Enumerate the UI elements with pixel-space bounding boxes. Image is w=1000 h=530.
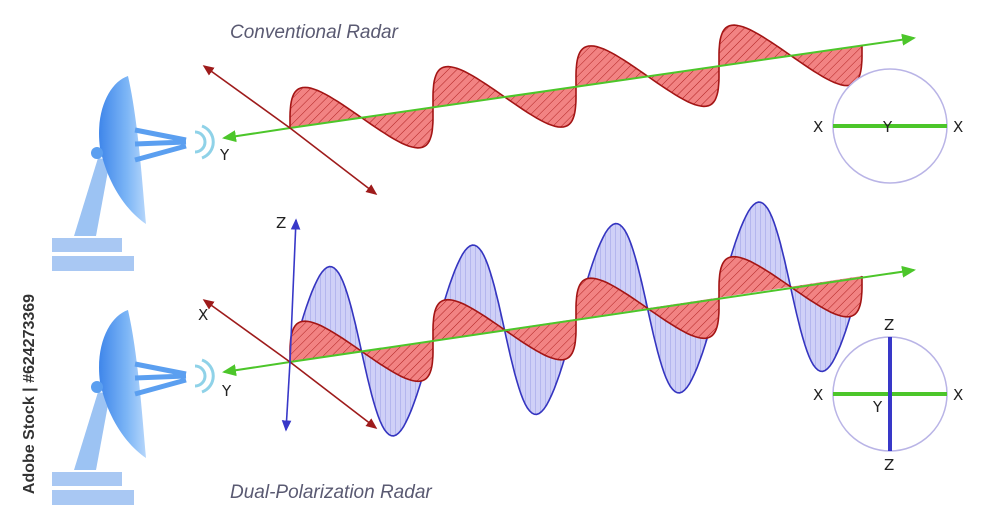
top-y-axis-label: Y [219,146,230,164]
top-polarization-circle: X X Y [813,68,963,184]
bottom-circle-bottom-z: Z [884,456,894,474]
top-radar-base-upper [52,238,122,252]
top-radar-dish-icon [52,76,215,271]
top-radar-dish [99,76,146,224]
bottom-circle-left-x: X [813,386,823,404]
bottom-radar-feed-arms [134,361,187,397]
bottom-radar-dish-icon [52,310,215,505]
bottom-radar-dish [99,310,146,458]
dual-polarization-radar-title: Dual-Polarization Radar [230,482,432,503]
bottom-z-axis-label: Z [276,214,286,232]
bottom-circle-top-z: Z [884,316,894,334]
bottom-y-axis-arrow [222,361,291,377]
top-radar-base-lower [52,256,134,271]
bottom-x-axis-back [202,299,291,363]
bottom-radar-base-lower [52,490,134,505]
top-radar-feed-arms [134,127,187,163]
bottom-y-axis-label: Y [221,382,232,400]
top-propagation-axis [289,33,916,129]
bottom-radar-mast [74,392,110,470]
top-circle-left-x: X [813,118,823,136]
bottom-x-axis-label: X [198,306,208,324]
top-x-axis-back [202,65,291,129]
bottom-circle-center-y: Y [872,398,883,416]
bottom-propagation-axis [289,265,916,363]
top-signal-wave-icon [194,130,207,154]
top-x-axis-front [289,127,378,195]
bottom-signal-wave-icon [194,364,207,388]
conventional-radar-title: Conventional Radar [230,22,398,43]
bottom-radar-base-upper [52,472,122,486]
bottom-z-axis-down [281,361,292,432]
bottom-x-axis-front [289,361,378,429]
top-wave-system: Y [202,24,916,195]
stock-watermark: Adobe Stock | #624273369 [21,293,39,495]
bottom-wave-system: Z X Y [198,201,916,437]
top-circle-center-y: Y [882,118,893,136]
top-radar-mast [74,158,110,236]
top-y-axis-arrow [222,127,291,143]
bottom-circle-right-x: X [953,386,963,404]
bottom-z-axis-up [289,218,301,363]
top-circle-right-x: X [953,118,963,136]
bottom-polarization-circle: Z Z X X Y [813,316,963,474]
